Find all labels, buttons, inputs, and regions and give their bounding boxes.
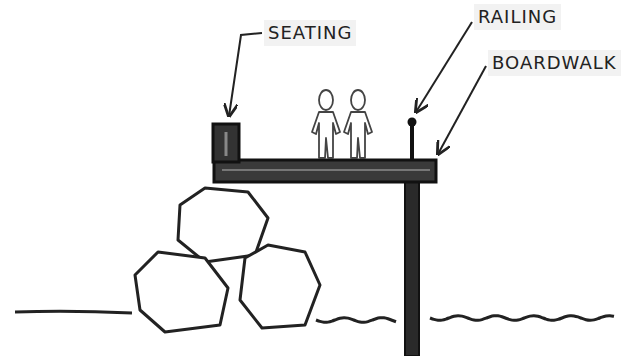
person-head (351, 90, 365, 110)
support-pillar (405, 180, 419, 356)
rock (240, 245, 320, 328)
part-label: RAILING (474, 4, 561, 30)
rock (178, 188, 268, 262)
railing-post (410, 124, 414, 161)
leader-line (416, 22, 472, 112)
person-body (344, 112, 372, 158)
water-line (316, 318, 396, 323)
seating-highlight (225, 132, 228, 156)
person-body (312, 112, 340, 158)
leader-line (229, 33, 262, 116)
leader-line (438, 66, 486, 154)
seating-block (213, 124, 239, 162)
railing-knob (408, 118, 417, 127)
water-waves (316, 316, 614, 323)
water-line (430, 316, 614, 321)
ground-line (15, 311, 132, 313)
person-head (319, 90, 333, 110)
part-label: BOARDWALK (488, 50, 621, 76)
part-label: SEATING (264, 20, 356, 46)
deck-highlight (222, 169, 430, 171)
rock (135, 252, 228, 332)
people (312, 90, 372, 158)
boardwalk-deck (214, 160, 436, 182)
